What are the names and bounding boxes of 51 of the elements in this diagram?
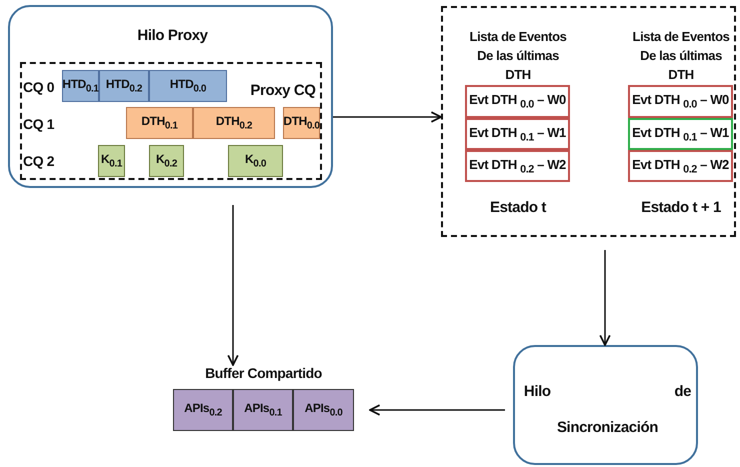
queue-item [173, 389, 233, 431]
queue-item [126, 107, 193, 139]
group-label: Proxy CQ [249, 82, 317, 99]
queue-item [293, 389, 354, 431]
state-caption: Estado t [489, 199, 548, 216]
arrow [369, 404, 505, 416]
queue-item [228, 145, 283, 177]
row-label: CQ 0 [23, 79, 54, 95]
arrow [333, 111, 442, 123]
item-text: Evt DTH $_{0.1}$ – W1 [632, 124, 729, 144]
item-text: Evt DTH $_{0.2}$ – W2 [632, 156, 729, 176]
queue-item [193, 107, 275, 139]
queue-item [149, 70, 227, 102]
item-text: Evt DTH $_{0.0}$ – W0 [469, 92, 566, 111]
item-text: DTH$_{0.1}$ [141, 114, 178, 132]
list-heading: Lista de Eventos De las últimas DTH [468, 28, 568, 84]
queue-group [20, 62, 322, 180]
queue-item [98, 145, 125, 177]
list-heading: Lista de Eventos De las últimas DTH [632, 28, 730, 84]
item-text: APIs$_{0.1}$ [244, 401, 282, 419]
row-label: CQ 1 [23, 116, 54, 132]
list-row [465, 118, 570, 150]
item-text: DTH$_{0.2}$ [216, 114, 252, 132]
item-text: HTD$_{0.0}$ [170, 77, 206, 95]
queue-item [283, 107, 320, 139]
item-text: K$_{0.2}$ [156, 152, 177, 170]
arrow [227, 205, 239, 366]
item-text: Evt DTH $_{0.1}$ – W1 [469, 124, 566, 144]
item-text: APIs$_{0.0}$ [304, 401, 342, 419]
box-title: Hilo Proxy [136, 27, 209, 44]
item-text: HTD$_{0.2}$ [106, 77, 142, 95]
item-text: K$_{0.0}$ [245, 152, 266, 170]
arrow [599, 250, 611, 346]
item-text: DTH$_{0.0}$ [283, 114, 320, 132]
item-text: Evt DTH $_{0.2}$ – W2 [469, 156, 566, 176]
buffer-heading: Buffer Compartido [204, 365, 323, 381]
item-text: K$_{0.1}$ [101, 152, 122, 170]
state-group [441, 6, 736, 237]
item-text: Evt DTH $_{0.0}$ – W0 [632, 92, 729, 111]
queue-item [149, 145, 184, 177]
thread-box [8, 5, 333, 188]
list-row [628, 118, 733, 150]
state-caption: Estado t + 1 [640, 199, 722, 216]
row-label: CQ 2 [23, 153, 54, 169]
queue-item [99, 70, 149, 102]
box-title: Hilo de Sincronización [522, 382, 692, 438]
thread-box [513, 345, 698, 465]
queue-item [62, 70, 99, 102]
queue-item [233, 389, 293, 431]
item-text: APIs$_{0.2}$ [184, 401, 222, 419]
item-text: HTD$_{0.1}$ [62, 77, 99, 95]
